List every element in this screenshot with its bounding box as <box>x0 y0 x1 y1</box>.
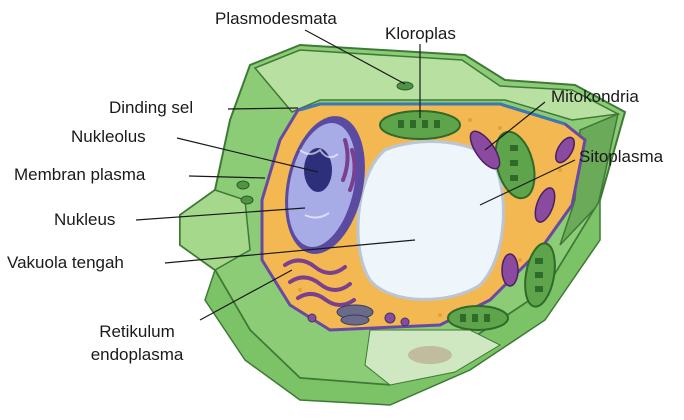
label-retikulum-line2: endoplasma <box>77 345 197 365</box>
label-sitoplasma: Sitoplasma <box>579 147 663 167</box>
label-plasmodesmata: Plasmodesmata <box>215 9 337 29</box>
label-mitokondria: Mitokondria <box>551 87 639 107</box>
label-retikulum-line1: Retikulum <box>77 322 197 342</box>
label-dinding-sel: Dinding sel <box>109 98 193 118</box>
label-vakuola-tengah: Vakuola tengah <box>7 253 124 273</box>
chloroplast <box>448 306 508 330</box>
label-nukleolus: Nukleolus <box>71 127 146 147</box>
central-vacuole <box>358 142 503 300</box>
label-kloroplas: Kloroplas <box>385 24 456 44</box>
label-nukleus: Nukleus <box>54 210 115 230</box>
label-membran-plasma: Membran plasma <box>14 165 145 185</box>
